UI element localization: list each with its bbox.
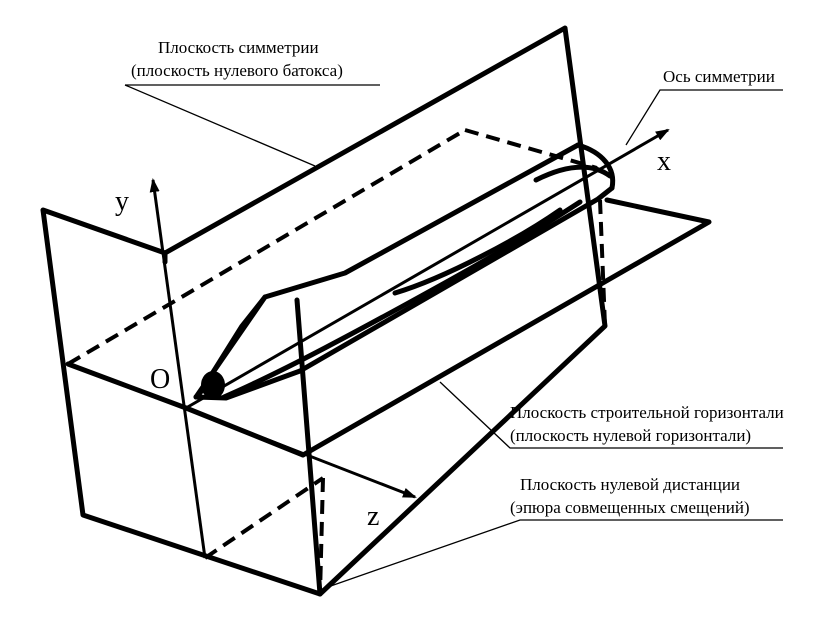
axes	[149, 128, 670, 559]
symmetry-plane-label-line1: Плоскость симметрии	[158, 38, 319, 57]
symmetry-plane-label-line2: (плоскость нулевого батокса)	[131, 61, 343, 80]
construction-plane-label-line1: Плоскость строительной горизонтали	[510, 403, 784, 422]
hull-outline	[193, 142, 616, 401]
text-labels: Плоскость симметрии (плоскость нулевого …	[131, 38, 784, 517]
leader-symmetry-axis	[625, 89, 783, 146]
leader-construction-plane	[439, 381, 783, 449]
leader-lines	[124, 84, 783, 589]
z-axis-label: z	[367, 501, 379, 532]
zero-station-plane-label-line2: (эпюра совмещенных смещений)	[510, 498, 750, 517]
zero-station-plane-label-line1: Плоскость нулевой дистанции	[520, 475, 740, 494]
x-axis-label: x	[657, 146, 671, 177]
axis-letters: y x z O	[115, 146, 671, 532]
y-axis	[149, 178, 207, 559]
origin-label: O	[150, 364, 170, 395]
symmetry-axis-label: Ось симметрии	[663, 67, 775, 86]
hidden-edges	[203, 199, 607, 595]
zero-station-plane	[40, 207, 323, 597]
y-axis-label: y	[115, 186, 129, 217]
z-axis	[185, 406, 417, 499]
x-axis	[185, 128, 670, 410]
construction-plane-label-line2: (плоскость нулевой горизонтали)	[510, 426, 751, 445]
leader-zero-station-plane	[324, 519, 783, 589]
hull-bow-tip	[201, 371, 225, 399]
